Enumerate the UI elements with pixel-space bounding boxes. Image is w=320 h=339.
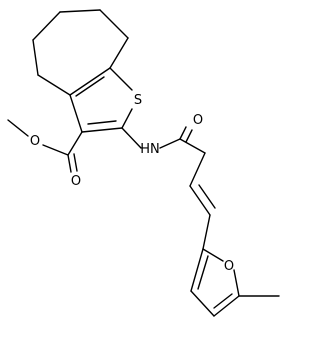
bond	[121, 108, 133, 129]
bond	[202, 248, 224, 262]
thiophene-ring	[69, 67, 133, 133]
cycloheptane-ring	[32, 9, 129, 96]
carbonyl-double-bond	[73, 153, 78, 172]
amide-nh-label: HN	[140, 142, 160, 157]
amide-group	[121, 126, 206, 154]
bond	[190, 248, 204, 292]
double-bond-inner	[198, 184, 216, 209]
amide-oxygen-label: O	[193, 113, 203, 128]
bond	[99, 9, 129, 39]
vinyl-linker	[189, 152, 216, 250]
bond	[42, 144, 69, 156]
bond	[7, 119, 29, 137]
carbonyl-double-bond	[179, 126, 187, 140]
bond	[32, 11, 61, 41]
bond	[69, 67, 111, 96]
bond	[159, 138, 181, 149]
carbonyl-double-bond	[185, 129, 193, 143]
bond	[190, 290, 215, 317]
ester-methoxy-oxygen-label: O	[30, 134, 40, 149]
double-bond-inner	[213, 293, 233, 309]
bond	[189, 185, 211, 216]
double-bond-inner	[197, 255, 209, 290]
ester-carbonyl-oxygen-label: O	[71, 174, 81, 189]
bond	[121, 127, 142, 149]
bond	[59, 9, 101, 13]
bond	[179, 138, 206, 154]
bond	[109, 67, 133, 91]
bond	[233, 269, 240, 297]
bond	[189, 152, 206, 187]
chemical-structure-diagram: S HN O O O O	[7, 9, 280, 317]
bond	[81, 127, 123, 133]
bond	[69, 94, 83, 133]
double-bond-inner	[75, 76, 105, 97]
furan-oxygen-label: O	[224, 259, 234, 274]
bond	[67, 131, 83, 156]
bond	[109, 37, 129, 69]
double-bond-inner	[87, 120, 117, 125]
bond	[32, 39, 39, 76]
bond	[37, 74, 71, 96]
bond	[202, 214, 211, 250]
furan-ring	[190, 248, 280, 317]
bond	[213, 295, 240, 317]
carbonyl-double-bond	[67, 154, 72, 173]
methyl-ester-group	[7, 119, 83, 173]
sulfur-atom-label: S	[134, 93, 142, 108]
